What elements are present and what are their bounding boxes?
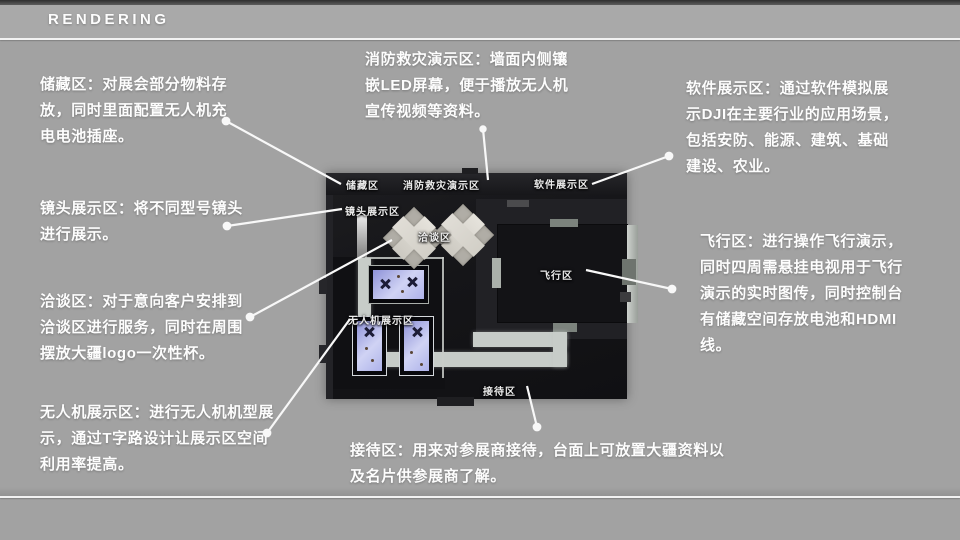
note-reception: 接待区：用来对参展商接待，台面上可放置大疆资料以 及名片供参展商了解。 bbox=[350, 442, 725, 485]
leader-line-fire-demo bbox=[479, 125, 490, 181]
leader-line-storage bbox=[221, 116, 342, 185]
footer-divider bbox=[0, 496, 960, 498]
plan-label-fire-demo: 消防救灾演示区 bbox=[403, 181, 480, 192]
plan-label-meeting: 洽谈区 bbox=[418, 233, 451, 244]
drone-zone-frame bbox=[442, 257, 444, 378]
drone-display-case bbox=[352, 316, 387, 376]
note-drone: 无人机展示区：进行无人机机型展 示，通过T字路设计让展示区空间 利用率提高。 bbox=[40, 404, 275, 473]
wall-tab bbox=[620, 292, 631, 302]
plan-label-lens: 镜头展示区 bbox=[345, 207, 400, 218]
note-meeting: 洽谈区：对于意向客户安排到 洽谈区进行服务，同时在周围 摆放大疆logo一次性杯… bbox=[40, 293, 243, 362]
marker-dot bbox=[420, 363, 423, 366]
note-software: 软件展示区：通过软件模拟展 示DJI在主要行业的应用场景， 包括安防、能源、建筑… bbox=[686, 80, 899, 175]
screen-panel bbox=[492, 258, 501, 288]
edge-tab bbox=[319, 278, 327, 294]
plan-left-wall bbox=[326, 173, 333, 399]
note-fire-demo: 消防救灾演示区：墙面内侧镶 嵌LED屏幕，便于播放无人机 宣传视频等资料。 bbox=[365, 51, 569, 120]
marker-dot bbox=[410, 351, 413, 354]
marker-dot bbox=[397, 275, 400, 278]
top-strip bbox=[0, 0, 960, 5]
wall-tab bbox=[507, 200, 529, 207]
marker-dot bbox=[365, 347, 368, 350]
reception-counter bbox=[358, 352, 567, 367]
plan-label-flight: 飞行区 bbox=[540, 271, 573, 282]
edge-tab bbox=[437, 397, 474, 406]
wall-tab bbox=[622, 259, 636, 285]
note-flight: 飞行区：进行操作飞行演示， 同时四周需悬挂电视用于飞行 演示的实时图传，同时控制… bbox=[700, 233, 903, 354]
drone-display-case bbox=[399, 316, 434, 376]
display-screen bbox=[373, 270, 424, 299]
plan-label-software: 软件展示区 bbox=[534, 180, 589, 191]
header-bar bbox=[0, 5, 960, 38]
drone-display-case bbox=[368, 265, 429, 304]
plan-label-reception: 接待区 bbox=[483, 387, 516, 398]
wall-tab bbox=[553, 323, 577, 332]
marker-dot bbox=[401, 290, 404, 293]
marker-dot bbox=[371, 359, 374, 362]
display-screen bbox=[404, 321, 429, 371]
drone-icon bbox=[406, 276, 418, 288]
drone-icon bbox=[411, 326, 423, 338]
page-title: RENDERING bbox=[48, 11, 170, 28]
footer-shade bbox=[0, 487, 960, 496]
plan-label-drone: 无人机展示区 bbox=[348, 316, 414, 327]
walk-path-connector bbox=[553, 332, 567, 367]
lens-display-wall bbox=[357, 215, 367, 259]
note-lens: 镜头展示区：将不同型号镜头 进行展示。 bbox=[40, 200, 243, 243]
plan-label-storage: 储藏区 bbox=[346, 181, 379, 192]
floor-plan: 储藏区 消防救灾演示区 软件展示区 镜头展示区 洽谈区 飞行区 无人机展示区 接… bbox=[319, 168, 638, 406]
drone-icon bbox=[363, 326, 375, 338]
header-divider bbox=[0, 38, 960, 40]
wall-tab bbox=[550, 219, 578, 227]
walk-path-upper bbox=[473, 332, 567, 347]
edge-tab bbox=[319, 345, 327, 363]
edge-tab bbox=[462, 168, 478, 174]
plan-top-wall bbox=[326, 173, 627, 195]
display-screen bbox=[357, 321, 382, 371]
drone-icon bbox=[379, 278, 391, 290]
note-storage: 储藏区：对展会部分物料存 放，同时里面配置无人机充 电电池插座。 bbox=[40, 76, 228, 145]
